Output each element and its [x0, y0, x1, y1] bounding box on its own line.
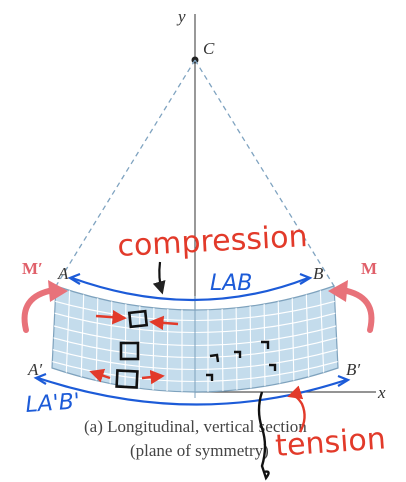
label-b-prime: B′	[346, 360, 360, 379]
moment-label-m: M	[361, 259, 377, 278]
pen-stroke	[257, 391, 270, 481]
label-a-prime: A′	[27, 360, 42, 379]
caption-line-2: (plane of symmetry)	[130, 441, 269, 460]
y-axis-label: y	[176, 7, 186, 26]
x-axis-label: x	[377, 383, 386, 402]
annotation-l-aprime-bprime: LA'B'	[25, 389, 81, 418]
element-squares	[115, 309, 149, 389]
annotation-compression: compression	[117, 219, 309, 264]
caption-line-1: (a) Longitudinal, vertical section	[84, 417, 307, 436]
beam-grid	[52, 286, 338, 392]
corner-marks	[206, 340, 277, 381]
moment-label-m-prime: M′	[22, 259, 43, 278]
moment-arrowhead-left	[48, 280, 68, 302]
annotation-l-ab: LAB	[210, 271, 252, 296]
l-aprime-bprime-arrowhead-left	[33, 372, 47, 385]
annotation-tension: tension	[274, 421, 387, 464]
moment-arrow-left	[21, 287, 57, 333]
l-ab-arrowhead-right	[299, 272, 313, 285]
label-c: C	[203, 39, 215, 58]
compression-arrows	[89, 309, 179, 385]
label-a: A	[57, 264, 69, 283]
l-ab-span	[71, 276, 309, 302]
tension-pointer	[287, 385, 306, 433]
l-ab-arrowhead-left	[67, 272, 81, 285]
l-aprime-bprime-arrowhead-right	[337, 374, 351, 387]
label-b: B	[313, 264, 324, 283]
moment-arrowhead-right	[328, 280, 348, 302]
moment-arrow-right	[339, 287, 375, 333]
l-aprime-bprime-span	[37, 376, 347, 406]
compression-pointer	[152, 261, 166, 295]
